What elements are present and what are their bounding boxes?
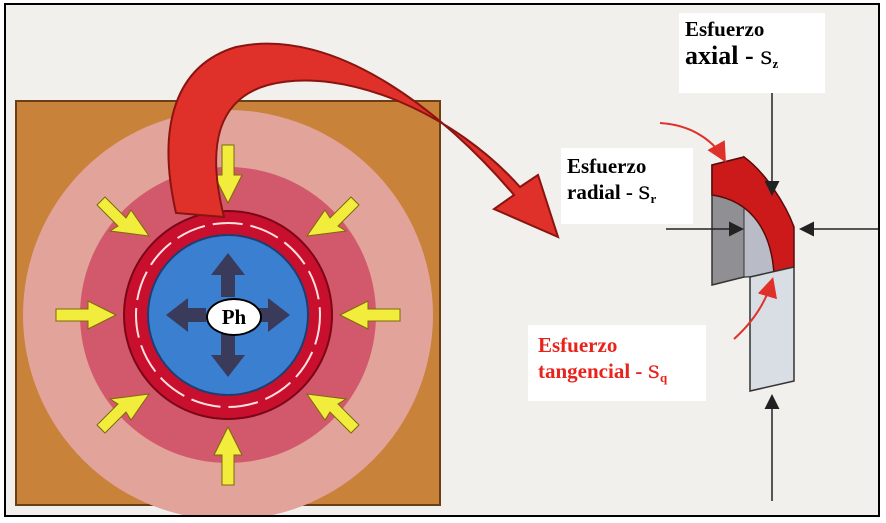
radial-stress-symbol-line: radial - sr [567,177,693,207]
axial-subscript: z [772,56,779,72]
radial-sigma-symbol: s [638,177,651,206]
element-callout-arrow [167,42,560,239]
tangential-stress-symbol-line: tangencial - sq [538,356,706,386]
internal-pressure-label: Ph [206,298,262,336]
axial-stress-label: Esfuerzo axial - sz [679,13,825,93]
axial-sigma-symbol: s [760,42,773,71]
axial-stress-title: Esfuerzo [685,17,765,41]
tangential-curl-arrow-bottom [733,277,777,340]
tangential-stress-text: tangencial - [538,359,648,384]
radial-stress-text: radial - [567,180,639,205]
stress-element [711,155,795,392]
axial-stress-symbol-line: axial - sz [685,41,825,72]
tangential-curl-arrow-top [659,122,726,163]
tangential-stress-title: Esfuerzo [538,333,618,357]
axial-stress-text: axial - [685,41,761,71]
diagram-frame: Esfuerzo axial - sz Esfuerzo radial - sr… [4,3,880,517]
tangential-sigma-symbol: s [647,356,660,385]
radial-subscript: r [650,191,657,207]
tangential-subscript: q [659,370,668,386]
tangential-stress-label: Esfuerzo tangencial - sq [528,325,706,401]
radial-stress-label: Esfuerzo radial - sr [561,148,693,224]
internal-pressure-arrows [166,253,290,377]
tangential-flow-ring [135,222,321,408]
radial-stress-title: Esfuerzo [567,154,647,178]
compressive-arrows [55,144,401,486]
